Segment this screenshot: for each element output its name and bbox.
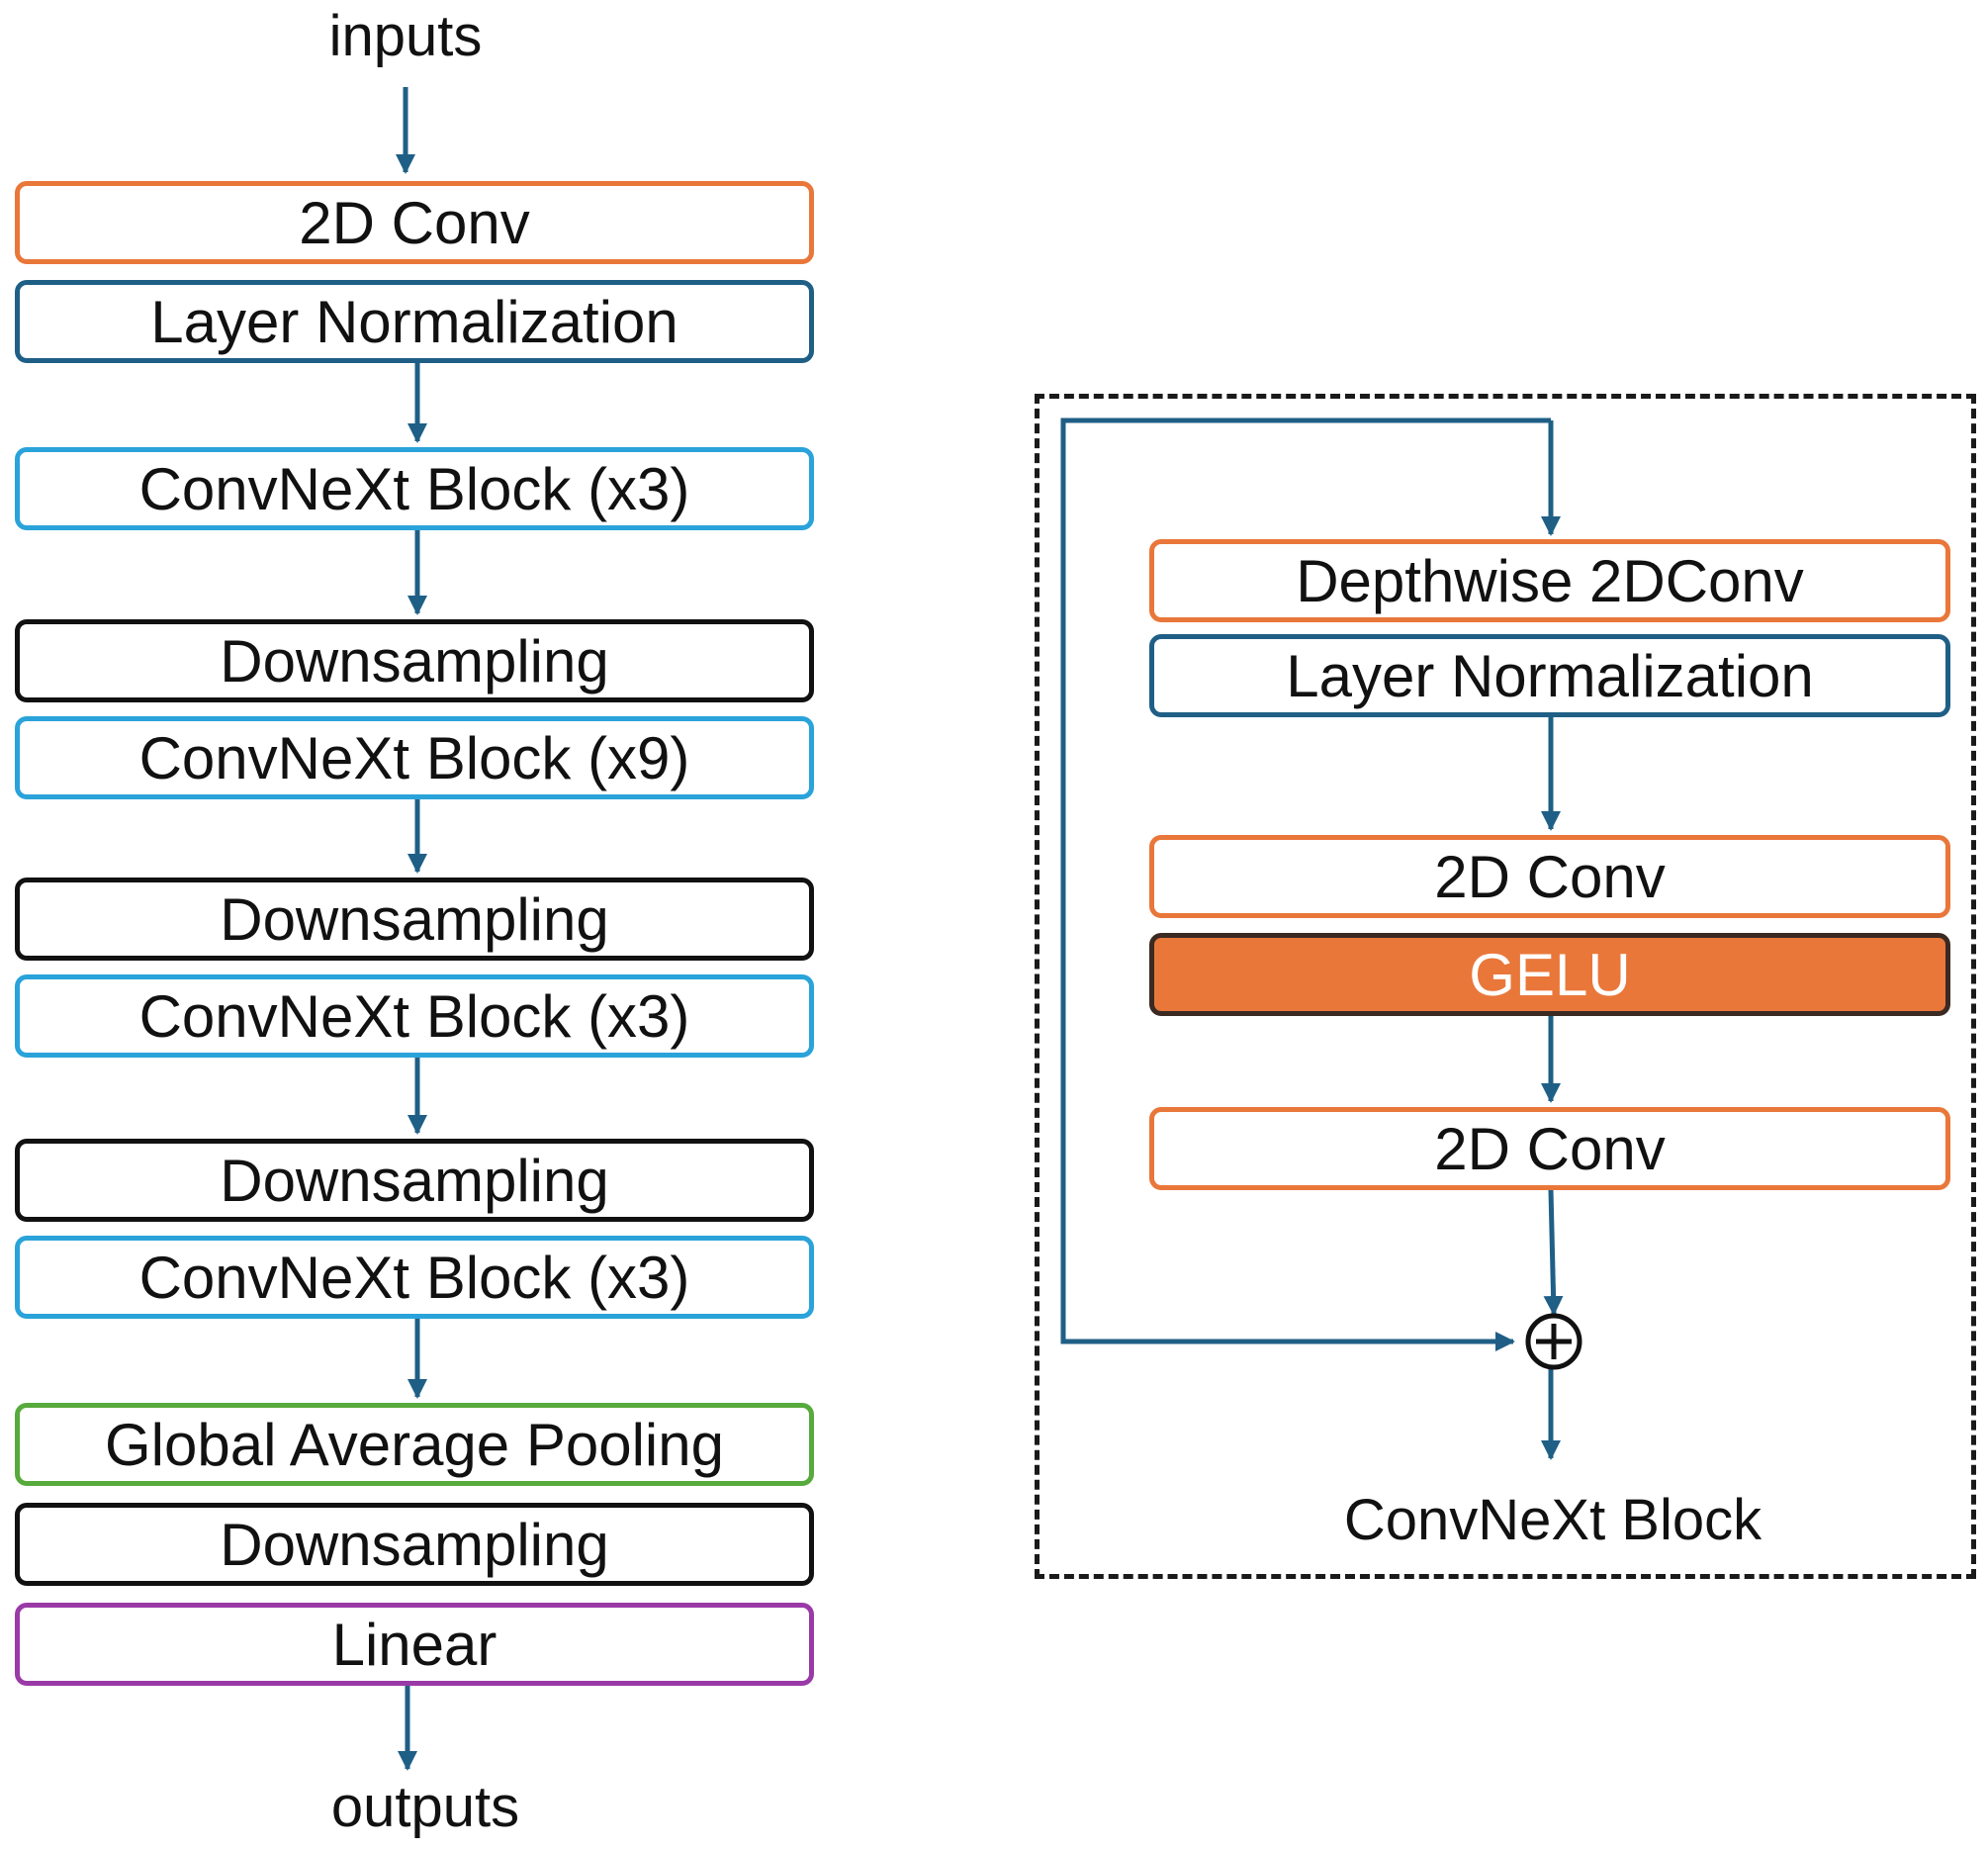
stem-conv-layer: 2D Conv	[15, 181, 814, 264]
depthwise-2dconv-layer: Depthwise 2DConv	[1149, 539, 1950, 622]
residual-shortcut-path	[1060, 417, 1551, 1351]
convnext-stage-4: ConvNeXt Block (x3)	[15, 1236, 814, 1319]
downsampling-2: Downsampling	[15, 878, 814, 961]
outputs-label: outputs	[330, 1775, 520, 1839]
convnext-stage-1: ConvNeXt Block (x3)	[15, 447, 814, 530]
arrow-conv2-to-sum	[1543, 1189, 1564, 1316]
residual-add-node	[1525, 1313, 1582, 1370]
gelu-activation: GELU	[1149, 933, 1950, 1016]
downsampling-4: Downsampling	[15, 1503, 814, 1586]
convnext-block-frame	[1035, 394, 1976, 1579]
downsampling-1: Downsampling	[15, 619, 814, 702]
block-pointwise-conv-2: 2D Conv	[1149, 1107, 1950, 1190]
linear-layer: Linear	[15, 1603, 814, 1686]
convnext-stage-3: ConvNeXt Block (x3)	[15, 974, 814, 1058]
convnext-stage-2: ConvNeXt Block (x9)	[15, 716, 814, 799]
convnext-block-title: ConvNeXt Block	[1343, 1488, 1762, 1552]
block-layer-normalization: Layer Normalization	[1149, 634, 1950, 717]
downsampling-3: Downsampling	[15, 1139, 814, 1222]
global-average-pooling: Global Average Pooling	[15, 1403, 814, 1486]
stem-layer-normalization: Layer Normalization	[15, 280, 814, 363]
block-pointwise-conv-1: 2D Conv	[1149, 835, 1950, 918]
inputs-label: inputs	[328, 4, 483, 68]
